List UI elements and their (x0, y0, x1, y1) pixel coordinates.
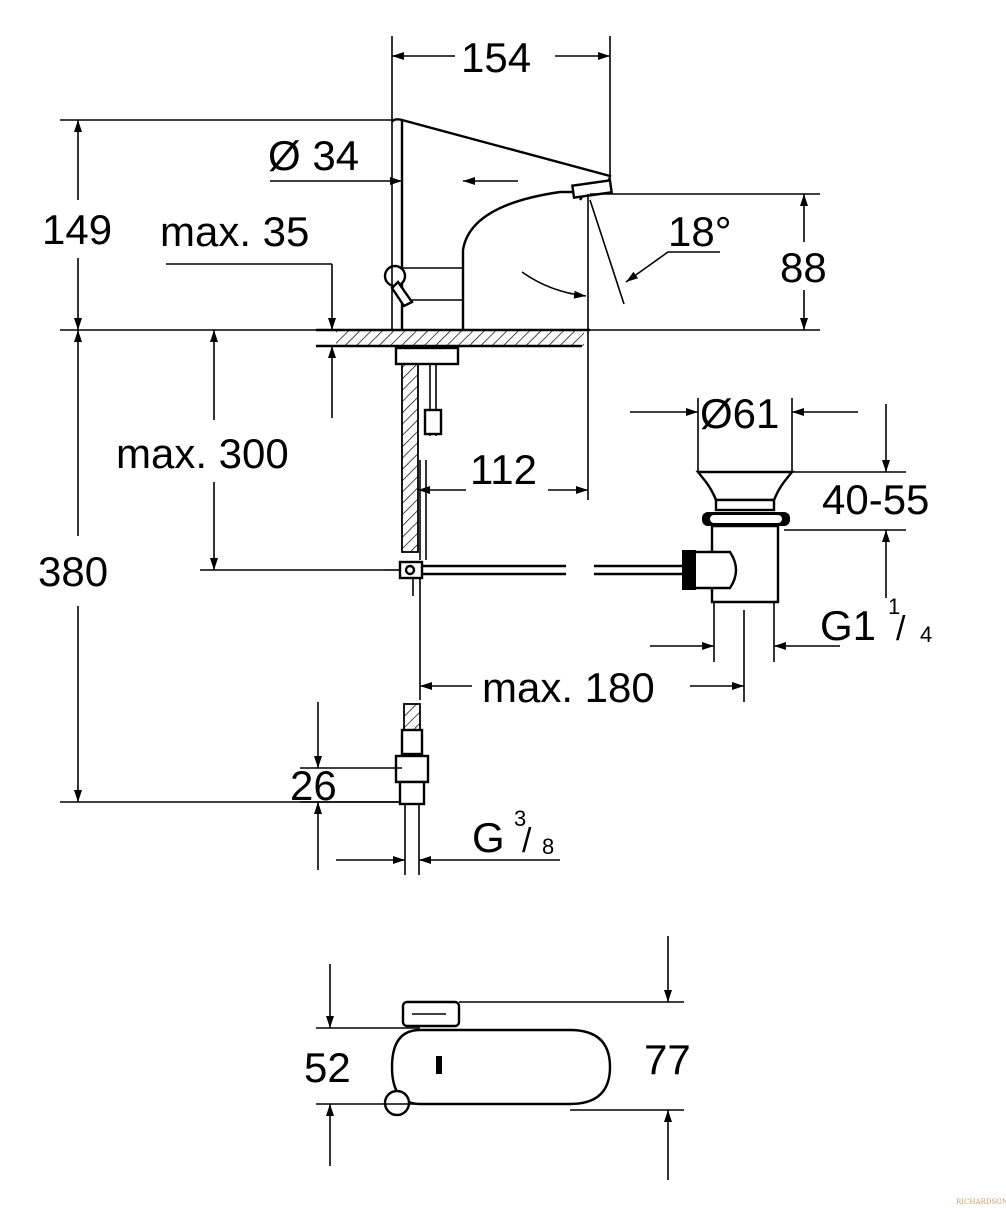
faucet-side-view (316, 118, 614, 596)
dimension-labels: 154 Ø 34 149 max. 35 18° 88 max. 300 112… (38, 34, 932, 1091)
svg-text:/: / (896, 610, 906, 648)
dim-88: 88 (780, 244, 827, 291)
dim-max-180: max. 180 (482, 664, 655, 711)
svg-text:8: 8 (542, 834, 554, 859)
dim-26: 26 (290, 762, 337, 809)
svg-text:G1: G1 (820, 602, 876, 649)
dim-angle-18: 18° (668, 208, 732, 255)
svg-text:1: 1 (888, 594, 900, 619)
dim-52: 52 (304, 1044, 351, 1091)
svg-text:/: / (522, 822, 532, 860)
dim-max-35: max. 35 (160, 208, 309, 255)
dim-77: 77 (644, 1036, 691, 1083)
dimension-lines (60, 36, 906, 1180)
angle-valve (394, 703, 430, 875)
waste-valve (594, 470, 795, 702)
watermark: RICHARDSON (956, 1198, 1006, 1206)
dim-thread-g1-1-4: G1 1 / 4 (820, 594, 932, 649)
svg-text:4: 4 (920, 622, 932, 647)
dim-149: 149 (42, 206, 112, 253)
dim-380: 380 (38, 548, 108, 595)
dim-thread-g-3-8: G 3 / 8 (472, 806, 554, 861)
dim-max-300: max. 300 (116, 430, 289, 477)
dim-112: 112 (470, 446, 537, 493)
dim-diameter-61: Ø61 (700, 390, 779, 437)
dim-154: 154 (461, 34, 531, 81)
faucet-top-view (383, 1000, 612, 1117)
svg-text:3: 3 (514, 806, 526, 831)
dim-diameter-34: Ø 34 (268, 132, 359, 179)
dim-40-55: 40-55 (822, 476, 929, 523)
svg-text:G: G (472, 814, 505, 861)
